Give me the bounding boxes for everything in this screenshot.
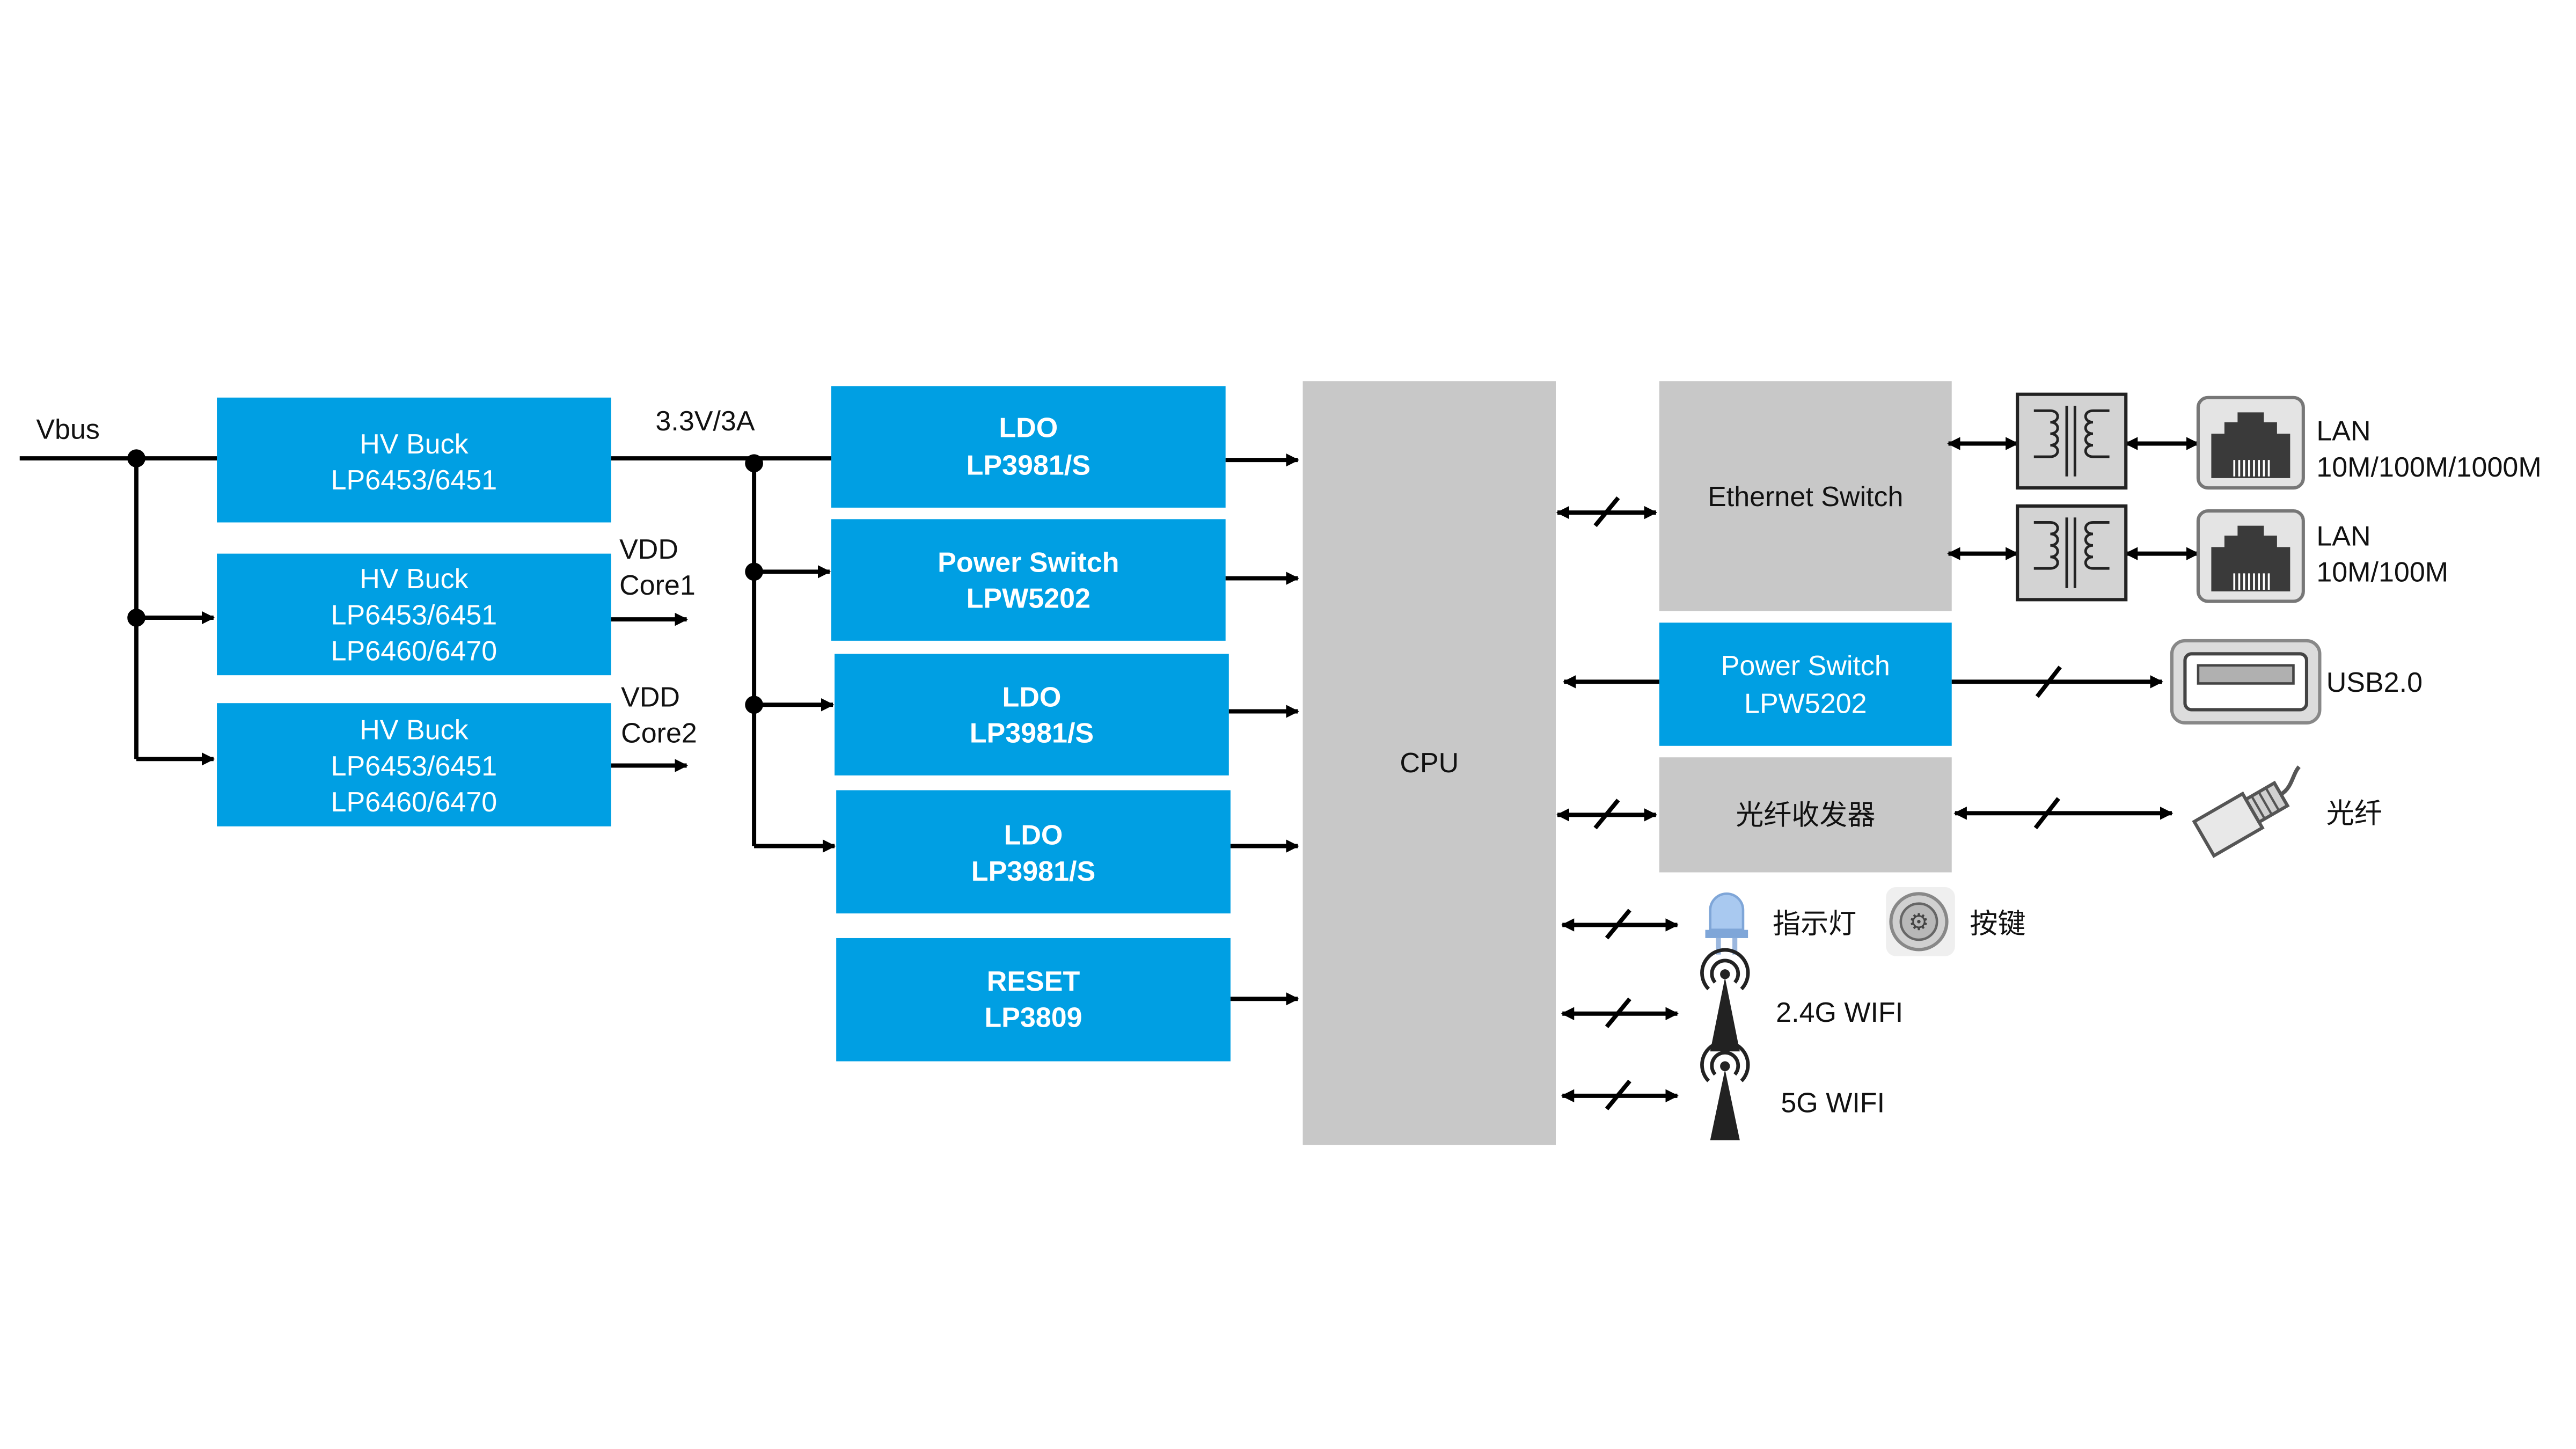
buck-3-part-a: LP6453/6451 (331, 751, 497, 782)
regulator-2-title: Power Switch (938, 547, 1119, 578)
regulator-4-title: LDO (1004, 819, 1063, 851)
led-label: 指示灯 (1773, 909, 1856, 940)
antenna-icon (1700, 948, 1750, 1052)
regulator-to-cpu-arrows (1225, 453, 1299, 1006)
button-label: 按键 (1970, 909, 2025, 940)
buck-block-1: HV Buck LP6453/6451 (217, 397, 611, 523)
vdd-core2-label-b: Core2 (621, 718, 697, 749)
usb-link-arrow (1951, 665, 2164, 698)
rail-voltage-label: 3.3V/3A (655, 406, 755, 437)
buck-2-title: HV Buck (360, 564, 469, 595)
lan1-speed-label: 10M/100M/1000M (2316, 452, 2541, 483)
cpu-bus-arrows (1556, 496, 1679, 1110)
usb-port-icon (2170, 639, 2322, 724)
lan2-speed-label: 10M/100M (2316, 557, 2448, 588)
cpu-label: CPU (1400, 748, 1459, 779)
rj45-jack-icon (2196, 509, 2305, 603)
buck-block-2: HV Buck LP6453/6451 LP6460/6470 (217, 553, 611, 676)
rj45-jack-icon (2196, 396, 2305, 490)
buck-3-part-b: LP6460/6470 (331, 787, 497, 818)
usb-power-switch-part: LPW5202 (1744, 689, 1867, 720)
junction-dots (127, 449, 763, 714)
regulator-block-3: LDO LP3981/S (835, 654, 1229, 775)
vbus-wiring (19, 456, 836, 853)
vdd-core2-label-a: VDD (621, 682, 680, 713)
lan2-label: LAN (2316, 521, 2370, 552)
reset-block: RESET LP3809 (836, 938, 1231, 1062)
buck-block-3: HV Buck LP6453/6451 LP6460/6470 (217, 703, 611, 826)
push-button-icon: ⚙ (1886, 887, 1955, 956)
regulator-block-1: LDO LP3981/S (831, 386, 1226, 508)
vdd-core1-label-b: Core1 (619, 570, 696, 601)
ethernet-switch-label: Ethernet Switch (1708, 481, 1903, 513)
regulator-3-title: LDO (1002, 682, 1062, 713)
vdd-core1-label-a: VDD (619, 534, 678, 565)
buck-3-title: HV Buck (360, 715, 469, 746)
lan1-label: LAN (2316, 415, 2370, 447)
antenna-icon (1700, 1040, 1750, 1140)
regulator-1-part: LP3981/S (967, 450, 1091, 481)
fiber-label: 光纤 (2326, 799, 2382, 830)
regulator-block-2: Power Switch LPW5202 (831, 519, 1226, 641)
wifi24-label: 2.4G WIFI (1776, 997, 1903, 1028)
ethernet-switch-block: Ethernet Switch (1659, 381, 1952, 611)
reset-part: LP3809 (984, 1002, 1082, 1033)
reset-title: RESET (987, 966, 1080, 997)
regulator-1-title: LDO (999, 412, 1058, 443)
regulator-block-4: LDO LP3981/S (836, 790, 1231, 914)
buck-1-title: HV Buck (360, 429, 469, 460)
fiber-link-arrow (1953, 797, 2174, 830)
fiber-transceiver-block: 光纤收发器 (1659, 757, 1952, 873)
buck-1-part: LP6453/6451 (331, 465, 497, 496)
fiber-connector-icon (2192, 765, 2301, 858)
led-icon (1705, 892, 1748, 955)
fiber-transceiver-label: 光纤收发器 (1736, 800, 1875, 831)
cpu-block: CPU (1302, 381, 1556, 1145)
buck-2-part-b: LP6460/6470 (331, 636, 497, 667)
wifi5-label: 5G WIFI (1781, 1087, 1885, 1118)
regulator-3-part: LP3981/S (970, 718, 1094, 749)
transformer-icon (2016, 392, 2128, 490)
regulator-2-part: LPW5202 (967, 583, 1091, 614)
svg-text:⚙: ⚙ (1908, 909, 1929, 936)
transformer-icon (2016, 504, 2128, 602)
ethernet-link-arrows (1947, 437, 2200, 560)
regulator-4-part: LP3981/S (971, 856, 1095, 887)
usb-power-switch-block: Power Switch LPW5202 (1659, 623, 1952, 746)
usb-power-switch-title: Power Switch (1721, 650, 1890, 682)
buck-2-part-a: LP6453/6451 (331, 599, 497, 631)
usb-label: USB2.0 (2326, 667, 2423, 698)
vbus-label: Vbus (36, 414, 100, 445)
